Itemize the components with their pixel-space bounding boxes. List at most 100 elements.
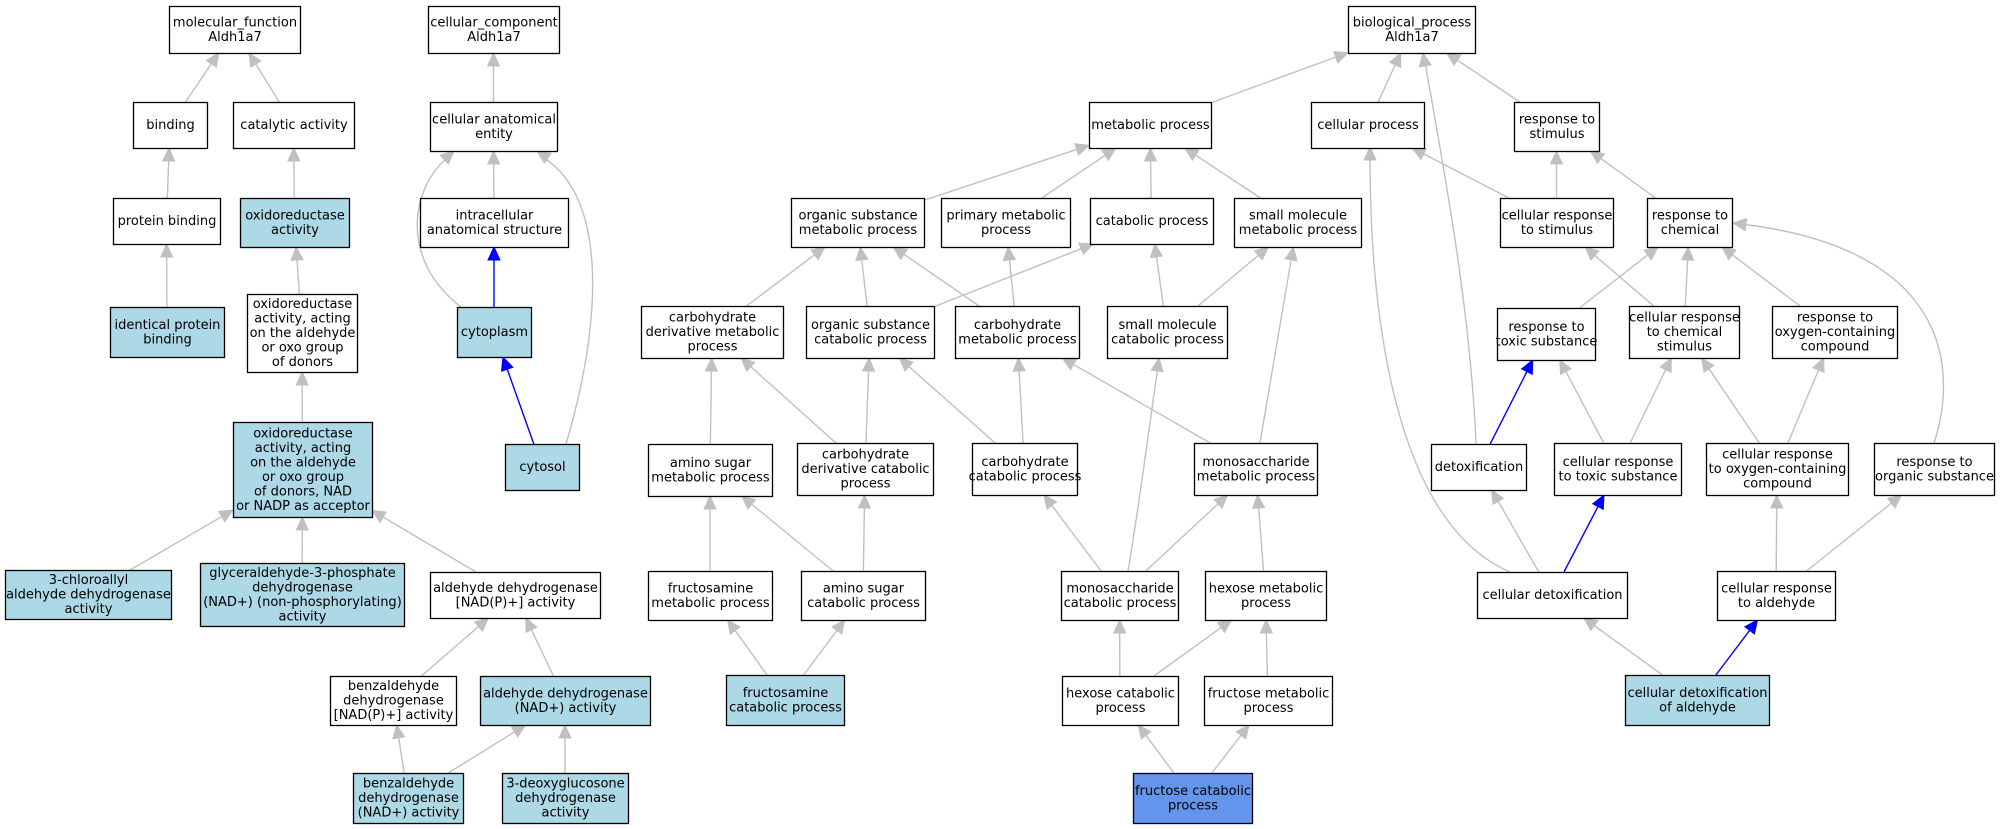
node-label-line: on the aldehyde: [250, 455, 356, 470]
node-box: [800, 570, 927, 622]
edge-cellular_detoxification-to-cellular_response_to_toxic: [1563, 493, 1605, 573]
edge-identical_protein_binding-to-protein_binding: [159, 242, 174, 308]
node-label-line: catabolic process: [729, 700, 842, 715]
node-box: [796, 442, 935, 497]
node-aldh-nad[interactable]: aldehyde dehydrogenase(NAD+) activity: [479, 675, 652, 727]
node-protein-binding[interactable]: protein binding: [112, 197, 222, 246]
node-catalytic-activity[interactable]: catalytic activity: [232, 101, 356, 150]
edge-hexose_metabolic-to-monosaccharide_metabolic: [1251, 493, 1266, 572]
node-label-line: amino sugar: [823, 581, 905, 596]
node-label-line: oxidoreductase: [253, 426, 353, 441]
node-label-line: dehydrogenase: [252, 580, 353, 595]
node-label-line: metabolic process: [1239, 223, 1358, 238]
node-label-line: benzaldehyde: [363, 777, 454, 792]
node-box: [1476, 571, 1629, 620]
edge-cellular_response_to_aldehyde-to-response_to_organic: [1806, 494, 1903, 572]
node-detoxification[interactable]: detoxification: [1430, 443, 1528, 492]
edge-hexose_catabolic-to-monosaccharide_catabolic: [1112, 618, 1127, 677]
edge-cellular_detox_aldehyde-to-cellular_detoxification: [1582, 617, 1663, 676]
node-label-line: monosaccharide: [1066, 581, 1173, 596]
edge-response_to_oxygen_compound-to-response_to_chemical: [1720, 246, 1801, 307]
node-box: [1132, 772, 1254, 825]
node-label-line: oxygen-containing: [1775, 325, 1895, 340]
node-box: [1628, 305, 1741, 360]
node-box: [1088, 101, 1213, 150]
node-label-line: fructosamine: [668, 581, 754, 596]
edge-benzaldehyde_nad-to-aldh_nad: [447, 724, 527, 774]
node-label-line: response to: [1797, 311, 1873, 326]
edge-cellular_anatomical_entity-to-cc_root: [486, 51, 501, 102]
edge-cytosol-to-cytoplasm: [501, 355, 535, 445]
node-cellular-detoxification[interactable]: cellular detoxification: [1476, 571, 1629, 620]
node-metabolic-process[interactable]: metabolic process: [1088, 101, 1213, 150]
node-label-line: molecular_function: [173, 15, 297, 30]
node-cytosol[interactable]: cytosol: [504, 443, 581, 492]
node-g3p-dehydrogenase[interactable]: glyceraldehyde-3-phosphatedehydrogenase(…: [199, 562, 406, 628]
node-label-line: dehydrogenase: [343, 694, 444, 709]
node-box: [1061, 675, 1180, 727]
node-box: [1771, 305, 1899, 360]
node-catabolic-process[interactable]: catabolic process: [1089, 197, 1215, 246]
node-cytoplasm[interactable]: cytoplasm: [456, 306, 533, 359]
node-aldh-nadp[interactable]: aldehyde dehydrogenase[NAD(P)+] activity: [429, 571, 602, 620]
node-box: [1193, 442, 1319, 497]
node-binding[interactable]: binding: [132, 101, 209, 150]
edge-intracellular_structure-to-cellular_anatomical_entity: [486, 149, 501, 199]
node-label-line: catabolic process: [1096, 214, 1209, 229]
node-box: [805, 305, 936, 360]
edge-small_molecule_catabolic-to-small_molecule_metabolic: [1197, 246, 1270, 307]
node-box: [640, 305, 785, 360]
node-label-line: dehydrogenase: [515, 791, 616, 806]
node-label-line: organic substance: [1875, 469, 1994, 484]
node-cellular-process[interactable]: cellular process: [1310, 101, 1426, 150]
node-label-line: cellular detoxification: [1627, 686, 1767, 701]
node-label-line: catabolic process: [814, 332, 927, 347]
node-label-line: process: [981, 223, 1031, 238]
edge-fructose_catabolic-to-fructose_metabolic: [1211, 724, 1250, 774]
node-label-line: stimulus: [1657, 340, 1712, 355]
